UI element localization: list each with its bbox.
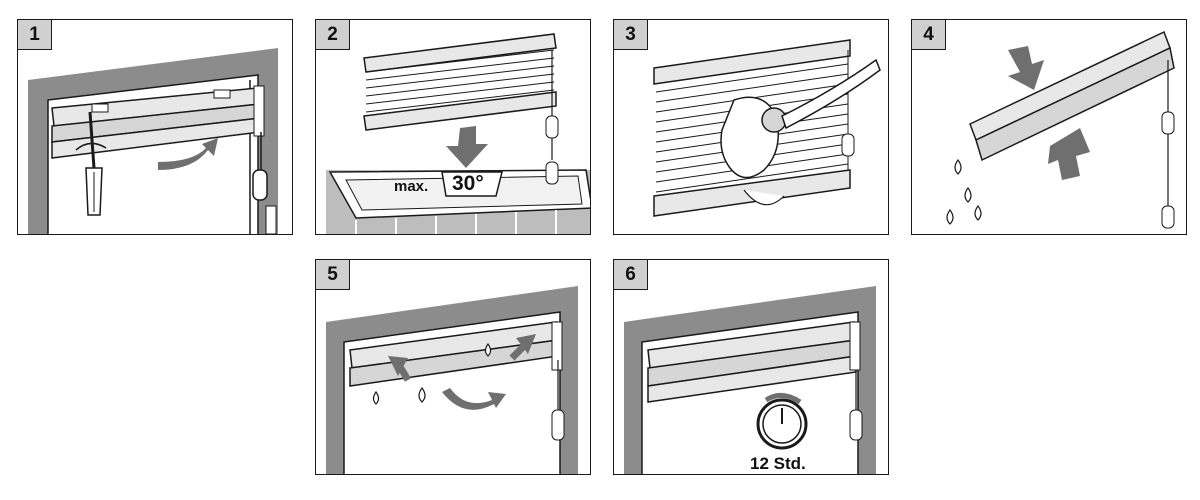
step-number-badge: 4 [912,20,946,50]
temperature-tub-icon [441,171,503,197]
step-3-illustration [653,39,881,217]
step-6-illustration [624,286,876,474]
step-1-panel: 1 [17,19,293,235]
water-drops-icon [372,342,492,405]
step-3-panel: 3 [613,19,889,235]
step-5-panel: 5 [315,259,591,475]
clock-icon [756,393,808,450]
pleated-blind-rails [647,321,863,441]
step-4-panel: 4 [911,19,1187,235]
step-number-badge: 1 [18,20,52,50]
rotate-down-arrow-icon [158,138,218,170]
wash-basin [326,169,590,234]
step-1-illustration [28,48,278,234]
pleated-blind-rails [51,85,265,159]
down-arrow-icon [446,126,488,168]
step-4-illustration [946,30,1175,229]
tilted-blind [969,30,1175,229]
pleated-blind [363,33,559,185]
step-2-panel: 2 max. [315,19,591,235]
screwdriver-icon [75,111,107,216]
cord-with-handle [252,132,277,234]
press-arrow-icon [1008,46,1090,180]
drying-time-label: 12 Std. [750,454,806,473]
sponge-hand-icon [720,58,881,206]
step-number-badge: 2 [316,20,350,50]
reattach-arrow-icon [388,334,536,410]
step-5-illustration [326,286,578,474]
step-number-badge: 3 [614,20,648,50]
temperature-value: 30° [452,172,484,195]
step-6-panel: 6 12 Std. [613,259,889,475]
step-number-badge: 5 [316,260,350,290]
step-number-badge: 6 [614,260,648,290]
temperature-prefix: max. [394,178,429,195]
water-drops-icon [946,158,982,225]
step-2-illustration [326,33,590,234]
